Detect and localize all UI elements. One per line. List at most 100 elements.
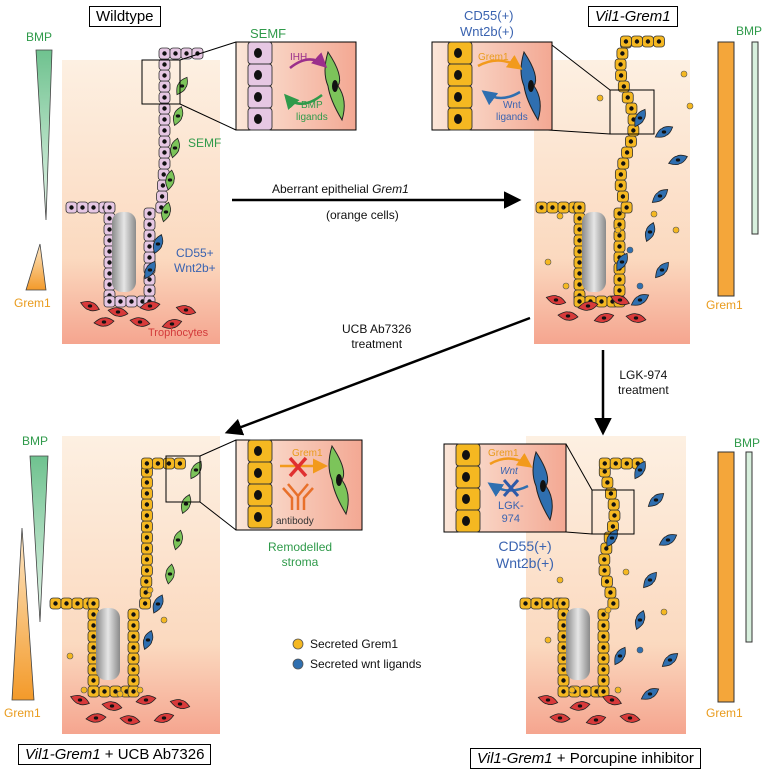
nucleus (93, 716, 99, 720)
nucleus (91, 678, 96, 683)
nucleus (637, 468, 643, 472)
nucleus (254, 48, 262, 58)
nucleus (577, 271, 582, 276)
trophocytes (69, 694, 191, 725)
trophocytes-label: Trophocytes (148, 327, 209, 339)
nucleus (175, 114, 181, 118)
grem1-dot (596, 94, 604, 102)
nucleus (254, 512, 262, 522)
bmp-label: BMP (736, 24, 763, 38)
grem1-bar (717, 41, 735, 297)
nucleus (107, 260, 112, 265)
nucleus (80, 205, 85, 210)
nucleus (583, 689, 588, 694)
nucleus (634, 39, 640, 44)
nucleus (77, 698, 83, 702)
nucleus (462, 450, 470, 460)
grem1-dot (614, 686, 622, 694)
grem1-dot (544, 636, 552, 644)
nucleus (144, 480, 150, 485)
arrow-aberrant-label: Aberrant epithelial Grem1 (272, 182, 409, 196)
semf-label: SEMF (188, 136, 222, 150)
nucleus (107, 249, 112, 254)
grem1-dot (660, 608, 668, 616)
nucleus (144, 579, 149, 584)
nucleus (653, 498, 659, 502)
nucleus (454, 92, 462, 102)
grem1-dot (650, 210, 658, 218)
grem1-gradient (25, 243, 47, 291)
nucleus (577, 249, 582, 254)
nucleus (107, 299, 112, 304)
nucleus (147, 244, 152, 249)
nucleus (163, 210, 169, 214)
nucleus (91, 634, 96, 639)
nucleus (627, 716, 633, 720)
nucleus (561, 601, 566, 606)
nucleus (144, 502, 150, 507)
nucleus (131, 678, 136, 683)
nucleus (617, 288, 622, 293)
nucleus (617, 298, 623, 302)
nucleus (601, 656, 606, 661)
grem1-dot (66, 652, 74, 660)
nucleus (166, 461, 172, 466)
nucleus (534, 601, 539, 606)
nucleus (144, 568, 150, 573)
nucleus (193, 468, 199, 472)
panel-title-porcupine: Vil1-Grem1 + Porcupine inhibitor (470, 748, 701, 769)
legend-grem1-dot (292, 638, 304, 650)
nucleus (561, 634, 566, 639)
nucleus (144, 469, 150, 474)
nucleus (619, 260, 625, 264)
cd55-label: CD55(+)Wnt2b(+) (496, 538, 554, 571)
grem1-dot (160, 616, 168, 624)
nucleus (183, 502, 189, 506)
nucleus (602, 461, 607, 466)
nucleus (601, 678, 606, 683)
nucleus (561, 612, 566, 617)
nucleus (621, 161, 626, 166)
nucleus (637, 116, 643, 120)
nucleus (184, 51, 189, 56)
nucleus (131, 656, 136, 661)
nucleus (604, 579, 610, 584)
grem1-dot (622, 568, 630, 576)
nucleus (601, 316, 607, 320)
nucleus (69, 205, 74, 210)
nucleus (553, 298, 559, 302)
nucleus (127, 718, 133, 722)
nucleus (118, 299, 123, 304)
nucleus (608, 590, 613, 595)
nucleus (137, 320, 143, 324)
bmp-bar (751, 41, 759, 235)
nucleus (557, 716, 563, 720)
nucleus (610, 524, 616, 529)
nucleus (107, 282, 112, 287)
nucleus (155, 461, 161, 466)
nucleus (147, 233, 152, 238)
nucleus (604, 546, 609, 551)
nucleus (545, 601, 550, 606)
nucleus (539, 205, 544, 210)
grem1-dot (116, 690, 124, 698)
antibody-label: antibody (276, 516, 314, 527)
nucleus (645, 39, 651, 44)
nucleus (561, 623, 566, 628)
nucleus (602, 557, 607, 562)
grem1-label: Grem1 (4, 706, 41, 720)
nucleus (602, 568, 607, 573)
nucleus (161, 716, 167, 720)
crypt-lumen (96, 608, 120, 680)
inset-ucb (235, 439, 363, 531)
nucleus (160, 183, 166, 188)
trophocytes (79, 300, 197, 329)
nucleus (91, 645, 96, 650)
bmp-gradient (35, 49, 53, 221)
panel-title-vil1-grem1: Vil1-Grem1 (588, 6, 678, 27)
